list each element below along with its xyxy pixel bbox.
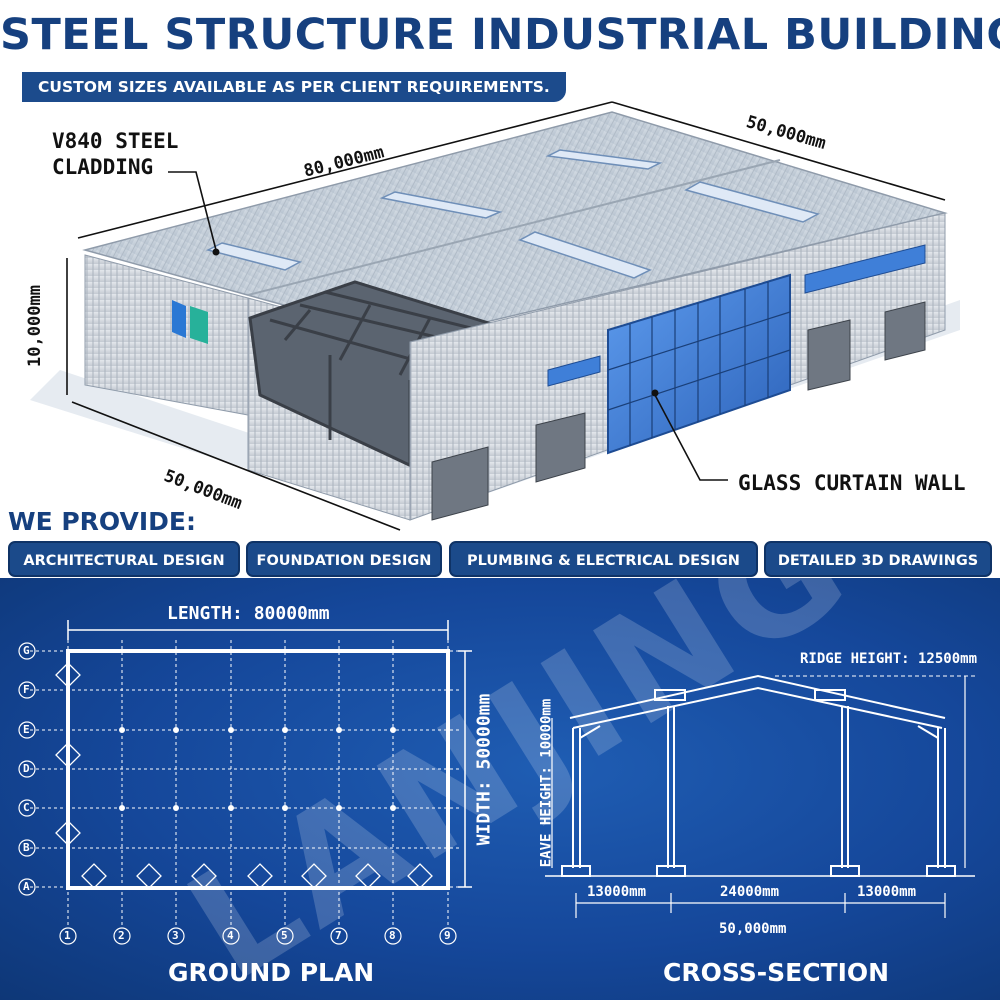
grid-row-label: G — [23, 644, 30, 657]
blueprint-panel: LANJING — [0, 578, 1000, 1000]
company-logo — [172, 300, 208, 344]
window-strip — [547, 355, 601, 387]
grid-column-label: 9 — [444, 929, 451, 942]
service-detailed-3d-drawings: DETAILED 3D DRAWINGS — [764, 541, 992, 577]
window-strip — [804, 244, 926, 294]
grid-row-label: F — [23, 683, 30, 696]
building-illustration — [30, 101, 960, 531]
eave-height-label: EAVE HEIGHT: 10000mm — [538, 698, 555, 868]
ground-plan-caption: GROUND PLAN — [168, 958, 375, 987]
grid-column-label: 2 — [118, 929, 125, 942]
span-label-center: 24000mm — [720, 884, 780, 900]
cladding-label-line2: CLADDING — [52, 155, 154, 179]
page-title: STEEL STRUCTURE INDUSTRIAL BUILDING — [0, 10, 1000, 60]
grid-row-label: D — [23, 762, 30, 775]
cross-section-caption: CROSS-SECTION — [663, 958, 890, 987]
service-plumbing-electrical-design: PLUMBING & ELECTRICAL DESIGN — [449, 541, 758, 577]
cross-section-drawing — [545, 674, 975, 918]
cladding-label-line1: V840 STEEL — [52, 129, 179, 153]
service-architectural-design: ARCHITECTURAL DESIGN — [8, 541, 240, 577]
grid-column-label: 8 — [389, 929, 396, 942]
ground-plan-drawing — [18, 620, 472, 945]
grid-row-label: B — [23, 841, 30, 854]
total-span-label: 50,000mm — [719, 921, 787, 937]
services-heading: WE PROVIDE: — [8, 507, 196, 536]
grid-column-label: 1 — [64, 929, 71, 942]
ground-plan-length-label: LENGTH: 80000mm — [167, 603, 330, 624]
grid-column-label: 7 — [335, 929, 342, 942]
roof-ridge — [247, 159, 781, 296]
glass-curtain-callout: GLASS CURTAIN WALL — [738, 471, 966, 495]
grid-row-label: E — [23, 723, 30, 736]
services-row: ARCHITECTURAL DESIGN FOUNDATION DESIGN P… — [0, 541, 1000, 579]
cladding-callout: V840 STEEL CLADDING — [52, 128, 178, 180]
grid-column-label: 5 — [281, 929, 288, 942]
span-label-right: 13000mm — [857, 884, 917, 900]
grid-column-label: 4 — [227, 929, 234, 942]
grid-row-label: A — [23, 880, 30, 893]
roller-doors — [431, 301, 926, 521]
grid-column-label: 3 — [172, 929, 179, 942]
ridge-height-label: RIDGE HEIGHT: 12500mm — [800, 651, 978, 667]
service-foundation-design: FOUNDATION DESIGN — [246, 541, 442, 577]
grid-row-label: C — [23, 801, 30, 814]
subtitle-banner: CUSTOM SIZES AVAILABLE AS PER CLIENT REQ… — [22, 72, 566, 102]
span-label-left: 13000mm — [587, 884, 647, 900]
dimension-lines — [66, 101, 946, 531]
skylights — [205, 149, 821, 279]
height-dimension-label: 10,000mm — [24, 285, 45, 367]
